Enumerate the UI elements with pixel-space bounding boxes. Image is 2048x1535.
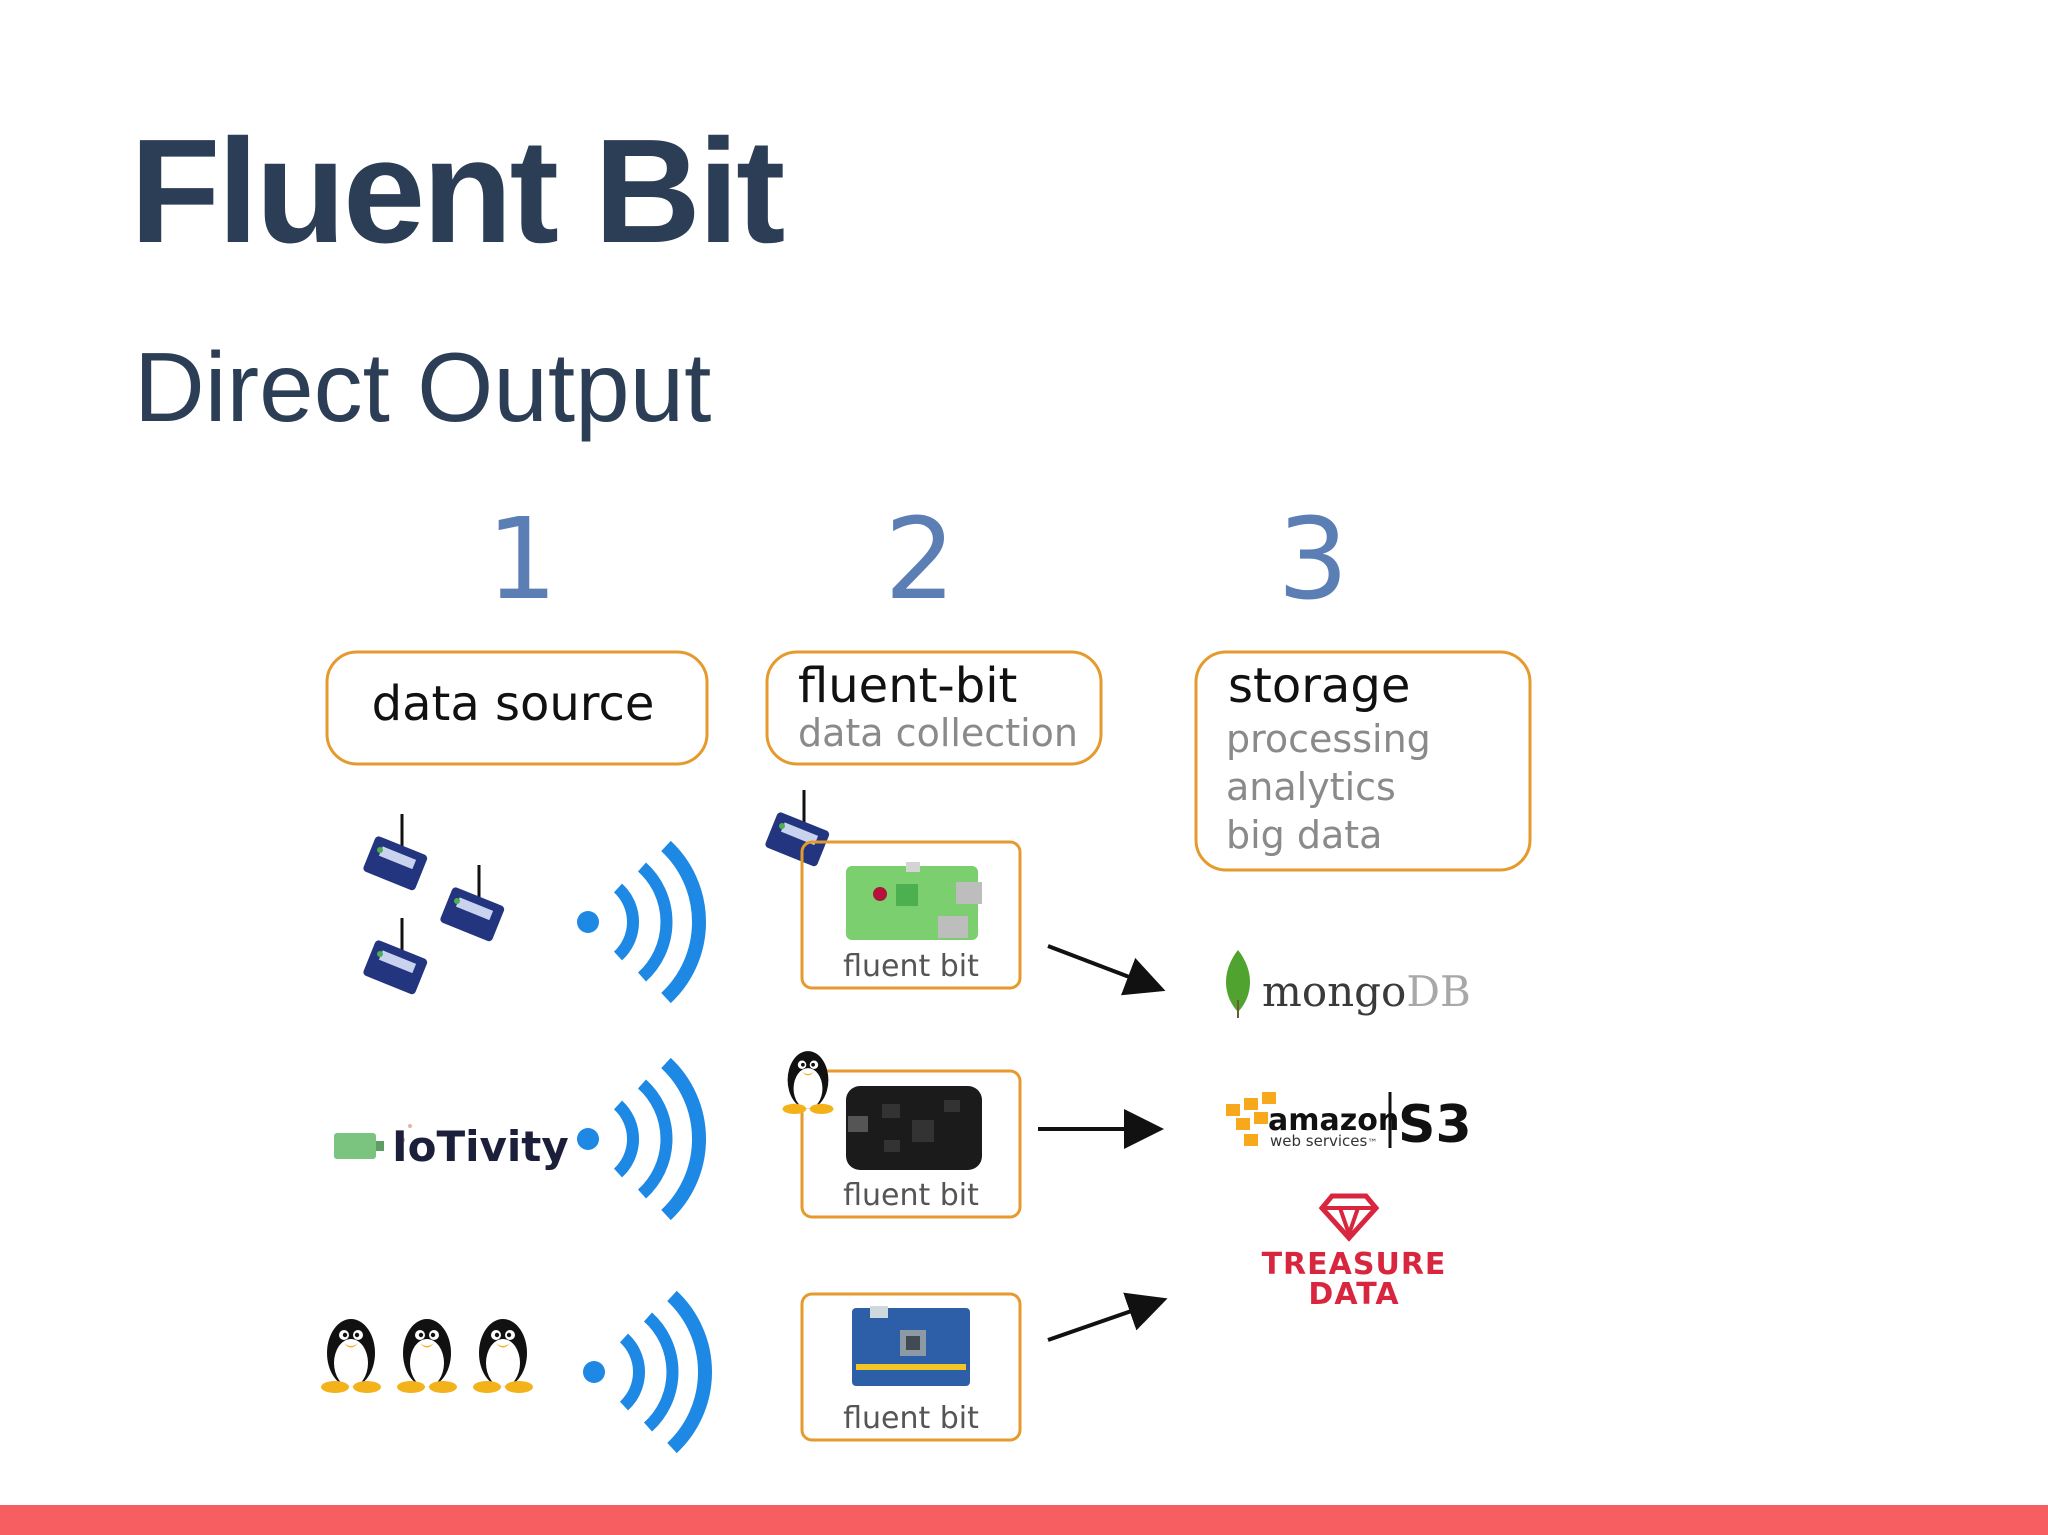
beaglebone-board-icon xyxy=(846,1086,982,1170)
intel-edison-board-icon xyxy=(852,1306,970,1386)
wifi-icon xyxy=(577,1063,699,1215)
device-box-raspberry-pi xyxy=(800,840,1022,990)
iotivity-board-icon xyxy=(334,1133,384,1159)
wifi-icon xyxy=(577,846,699,998)
storage-line-big-data: big data xyxy=(1226,813,1382,857)
xbee-radio-icon xyxy=(360,812,430,893)
amazon-s3-logo: amazon web services™ S3 xyxy=(1226,1092,1472,1155)
mongodb-suffix: DB xyxy=(1406,967,1471,1016)
wifi-icon xyxy=(583,1296,705,1448)
treasure-data-line1: TREASURE xyxy=(1262,1247,1447,1282)
footer-accent-bar xyxy=(0,1505,2048,1535)
mongodb-leaf-icon xyxy=(1226,950,1250,1012)
storage-box xyxy=(1194,650,1532,872)
storage-heading: storage xyxy=(1228,658,1410,714)
svg-text:mongoDB: mongoDB xyxy=(1262,967,1471,1016)
step-number-3: 3 xyxy=(1277,495,1348,625)
linux-penguin-icon xyxy=(397,1319,457,1393)
slide-title: Fluent Bit xyxy=(130,109,785,274)
xbee-radio-icon xyxy=(437,863,507,944)
slide-subtitle: Direct Output xyxy=(134,332,712,442)
fluent-bit-box xyxy=(765,650,1103,766)
aws-trademark: ™ xyxy=(1367,1138,1377,1149)
treasure-data-gem-icon xyxy=(1318,1193,1380,1242)
storage-line-analytics: analytics xyxy=(1226,765,1396,809)
step-number-2: 2 xyxy=(884,495,955,625)
iotivity-logo: IoTivity xyxy=(392,1122,569,1171)
linux-penguin-icon xyxy=(782,1051,834,1114)
linux-penguin-icon xyxy=(473,1319,533,1393)
device-box-intel-edison xyxy=(800,1292,1022,1442)
fluent-bit-subline: data collection xyxy=(798,711,1078,755)
device-label-1: fluent bit xyxy=(843,949,979,984)
data-source-box xyxy=(325,650,709,766)
treasure-data-logo: TREASURE DATA xyxy=(1262,1193,1447,1312)
xbee-radio-icon xyxy=(360,916,430,997)
iotivity-wordmark: IoTivity xyxy=(392,1122,569,1171)
treasure-data-line2: DATA xyxy=(1308,1277,1399,1312)
svg-text:web services™: web services™ xyxy=(1270,1132,1377,1150)
arrow-to-mongodb xyxy=(1047,944,1166,996)
device-label-3: fluent bit xyxy=(843,1401,979,1436)
arrow-to-treasure-data xyxy=(1047,1292,1168,1342)
step-number-1: 1 xyxy=(486,495,557,625)
storage-line-processing: processing xyxy=(1226,717,1431,761)
fluent-bit-heading: fluent-bit xyxy=(798,658,1017,714)
raspberry-pi-board-icon xyxy=(846,862,982,940)
linux-penguin-icon xyxy=(321,1319,381,1393)
aws-amazon-text: amazon xyxy=(1268,1103,1399,1138)
aws-webservices-text: web services xyxy=(1270,1132,1368,1150)
xbee-radio-icon xyxy=(762,788,832,869)
data-source-heading: data source xyxy=(372,676,655,732)
aws-cubes-icon xyxy=(1226,1092,1276,1146)
mongodb-logo: mongoDB xyxy=(1226,950,1471,1018)
aws-s3-text: S3 xyxy=(1398,1095,1472,1155)
device-box-beaglebone xyxy=(800,1069,1022,1219)
device-label-2: fluent bit xyxy=(843,1178,979,1213)
mongodb-name: mongo xyxy=(1262,967,1406,1016)
